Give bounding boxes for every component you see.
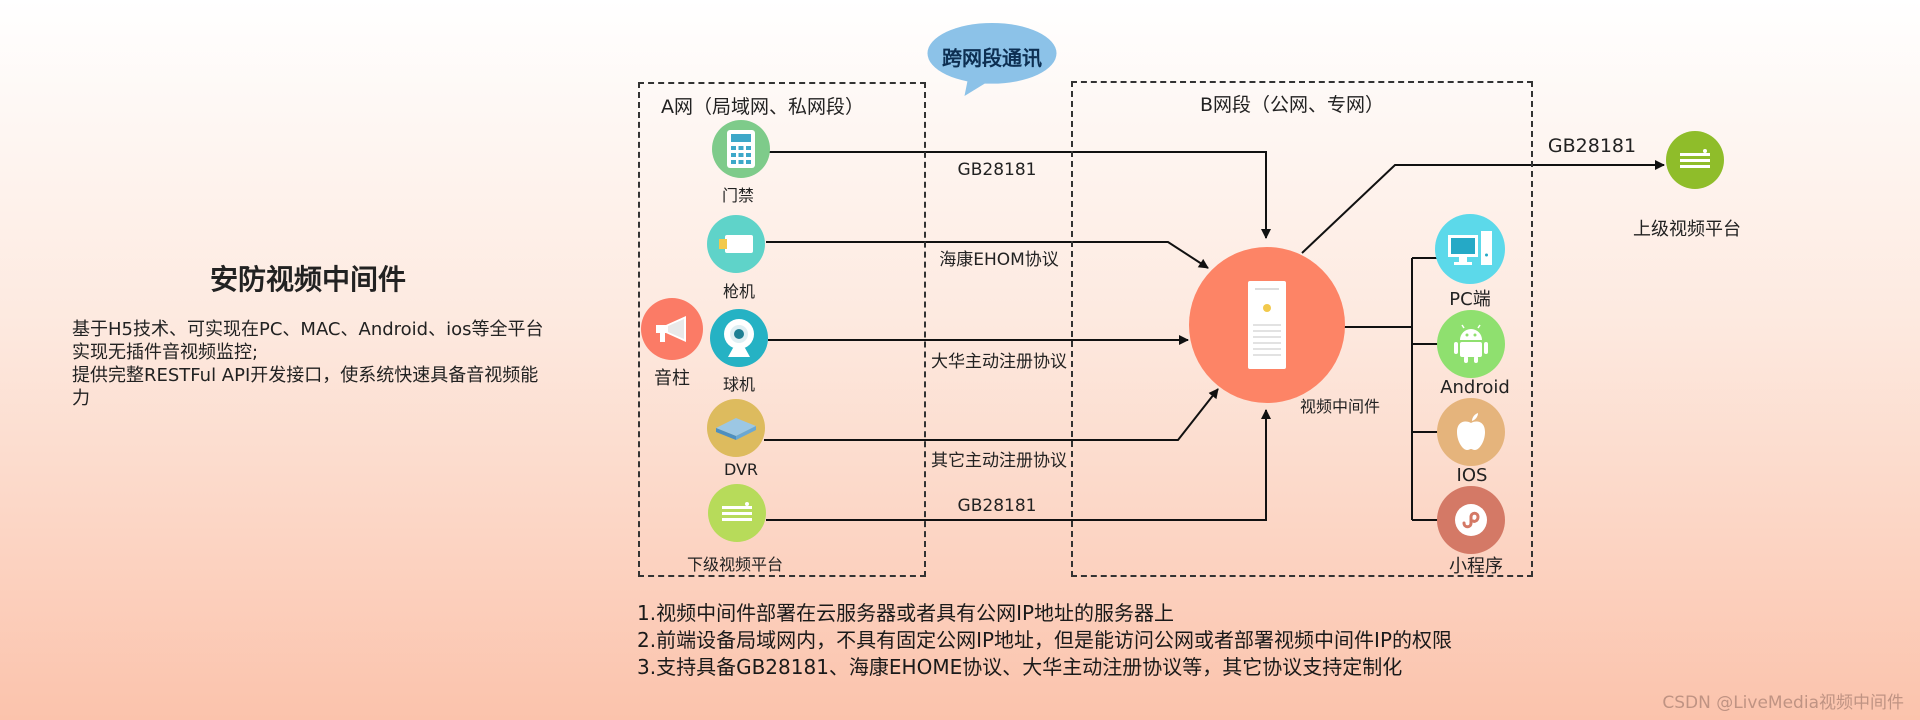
apple-icon [1457,413,1485,450]
link-sub-platform [766,409,1271,521]
link-bullet-camera [766,241,1209,269]
zone-a-title: A网（局域网、私网段） [661,96,864,118]
android-client [1437,310,1505,378]
mini-program-client [1437,486,1505,554]
android-icon [1454,324,1488,363]
dome-camera-icon [724,319,754,357]
dvr-icon [716,418,756,440]
description-line: 实现无插件音视频监控; [72,342,259,363]
dvr-label: DVR [723,460,759,479]
note-line: 3.支持具备GB28181、海康EHOME协议、大华主动注册协议等，其它协议支持… [637,655,1403,679]
link-access-control [768,151,1271,239]
sub-platform-device [708,484,766,542]
dome-camera-label: 球机 [722,375,756,394]
pc-client-label: PC端 [1449,289,1491,310]
panel-description: 基于H5技术、可实现在PC、MAC、Android、ios等全平台 实现无插件音… [72,318,602,410]
access-control-label: 门禁 [721,186,755,205]
middleware-label: 视频中间件 [1299,397,1381,416]
notes: 1.视频中间件部署在云服务器或者具有公网IP地址的服务器上 2.前端设备局域网内… [637,600,1452,681]
bullet-camera-icon [719,235,753,253]
link-upstream [1301,160,1665,254]
bullet-camera-device [707,215,765,273]
sub-platform-label: 下级视频平台 [686,555,784,574]
protocol-label: 海康EHOM协议 [939,250,1059,270]
upstream-platform-node [1666,131,1724,189]
note-line: 1.视频中间件部署在云服务器或者具有公网IP地址的服务器上 [637,601,1175,625]
mini-program-icon [1455,504,1487,536]
description-line: 基于H5技术、可实现在PC、MAC、Android、ios等全平台 [72,319,544,340]
ios-client-label: IOS [1456,465,1488,486]
speaker-column-device [641,298,703,360]
note-line: 2.前端设备局域网内，不具有固定公网IP地址，但是能访问公网或者部署视频中间件I… [637,628,1452,652]
zone-a-box [638,82,926,577]
protocol-label: 大华主动注册协议 [931,352,1067,372]
platform-icon [1680,149,1710,168]
ios-client [1437,398,1505,466]
upstream-protocol-label: GB28181 [1547,135,1637,157]
protocol-label: GB28181 [957,496,1037,516]
upstream-platform-label: 上级视频平台 [1633,219,1741,240]
speaker-column-label: 音柱 [654,368,690,389]
platform-icon [722,502,752,521]
protocol-label: GB28181 [957,160,1037,180]
dome-camera-device [710,309,768,367]
bullet-camera-label: 枪机 [722,282,756,301]
pc-client [1435,214,1505,284]
desktop-icon [1448,231,1492,265]
keypad-icon [727,130,755,168]
server-icon [1248,281,1286,369]
watermark: CSDN @LiveMedia视频中间件 [1662,693,1904,713]
mini-program-client-label: 小程序 [1449,556,1503,577]
description-line: 提供完整RESTFul API开发接口，使系统快速具备音视频能 [72,365,539,386]
middleware-node [1189,247,1345,403]
panel-title: 安防视频中间件 [210,263,407,296]
zone-b-box [1071,81,1533,577]
dvr-device [707,399,765,457]
access-control-device [712,120,770,178]
speech-bubble [927,22,1057,96]
link-dvr [764,388,1219,441]
description-line: 力 [72,388,90,409]
zone-b-title: B网段（公网、专网） [1200,94,1385,116]
megaphone-icon [656,316,686,342]
protocol-label: 其它主动注册协议 [931,451,1067,471]
android-client-label: Android [1440,377,1510,398]
bubble-text: 跨网段通讯 [942,46,1042,70]
